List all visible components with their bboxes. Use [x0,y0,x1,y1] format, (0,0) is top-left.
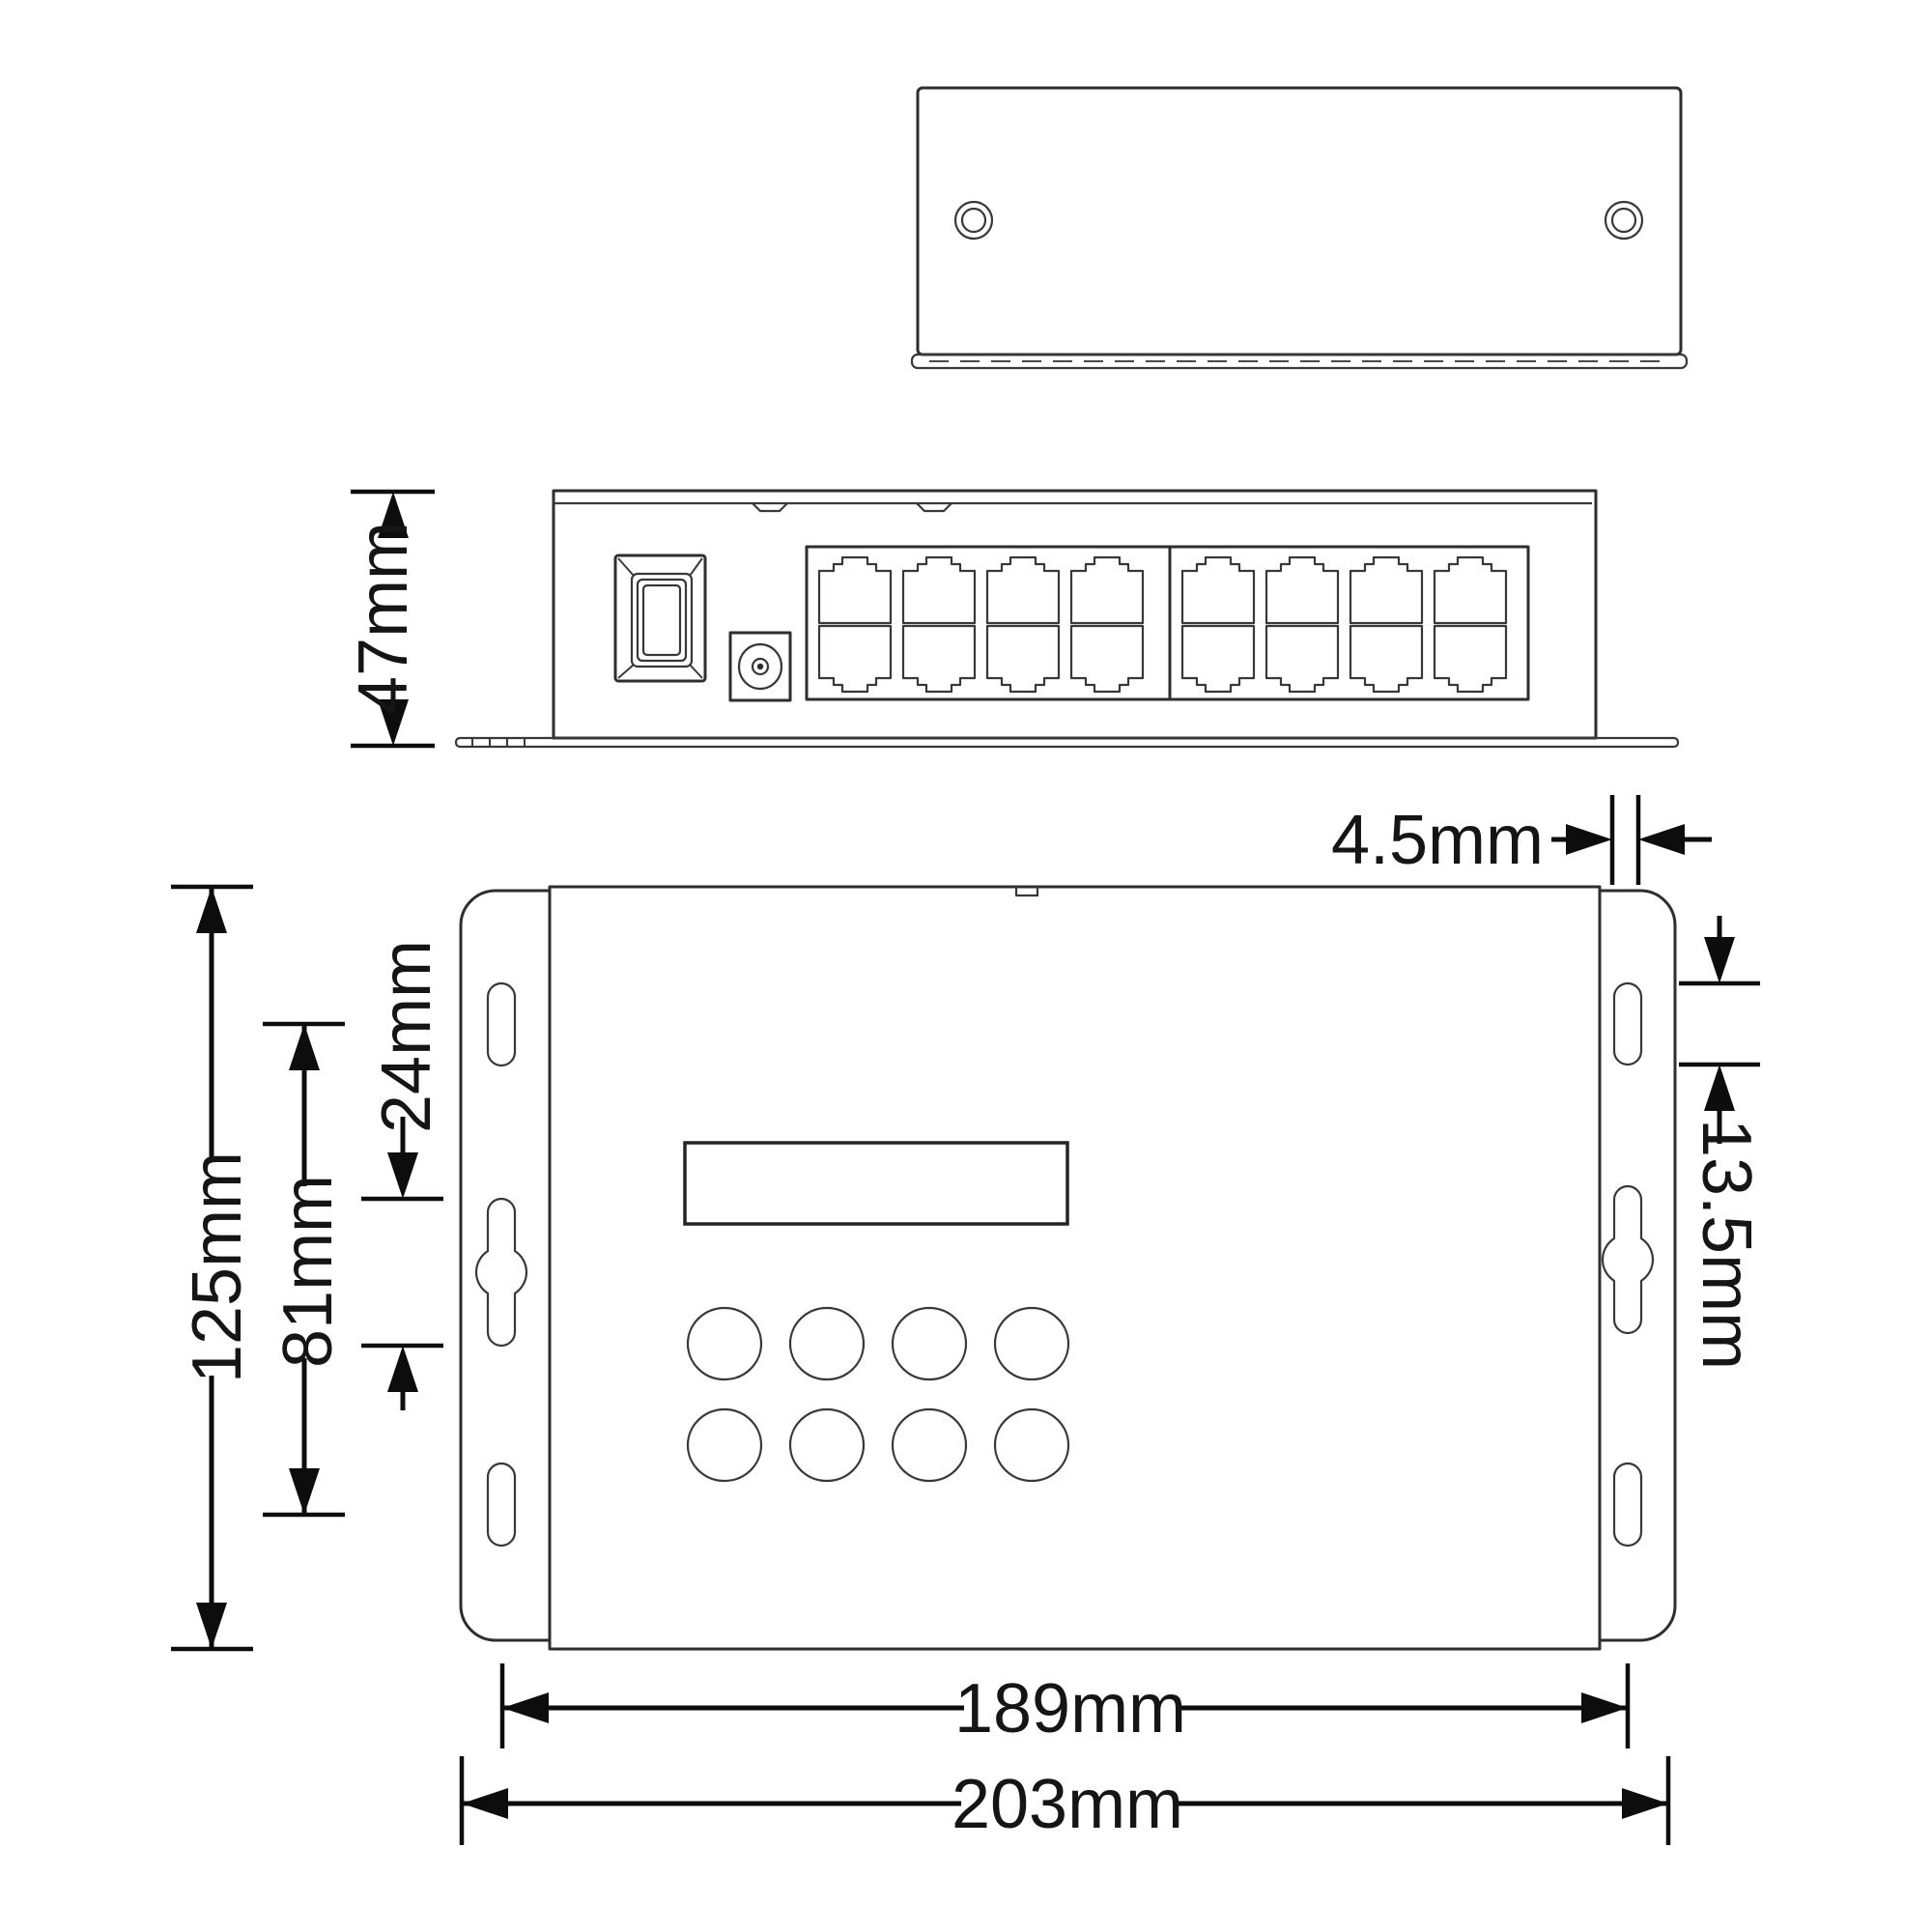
arrowhead [196,1603,227,1649]
arrowhead [289,1024,320,1070]
switch-bevel-line [617,664,635,679]
rj45-port [817,624,893,694]
switch-frame [613,554,707,683]
mounting-slot [486,1462,517,1548]
lid-notch-left [752,502,788,513]
rj45-port [1349,624,1424,694]
lid-notch-right [916,502,952,513]
dimension-slot-length: 13.5mm [1679,916,1765,1370]
panel-button [993,1306,1070,1381]
panel-button-array [686,1306,1070,1483]
arrowhead [1704,1065,1735,1111]
panel-button [993,1407,1070,1483]
dimension-overall-width: 203mm [459,1756,1671,1845]
keyhole-slot [474,1197,528,1348]
panel-button [788,1407,866,1483]
dc-jack-ring [751,657,770,676]
mounting-slot [486,981,517,1067]
rj45-port [1069,624,1145,694]
side-view [454,489,1680,749]
panel-button [891,1306,968,1381]
switch-bevel-line [689,664,703,679]
rj45-port [901,555,977,625]
switch-rocker-face [641,583,682,657]
mounting-hole-left [953,200,994,241]
dimension-label: 47mm [345,522,422,715]
rj45-port [1264,555,1340,625]
switch-rocker-outer [630,572,694,668]
dimension-label: 24mm [368,940,445,1133]
dimension-slot-width: 4.5mm [1331,795,1712,885]
panel-button [891,1407,968,1483]
arrowhead [196,887,227,933]
dc-jack-pin [756,663,764,670]
rj45-port [1349,555,1424,625]
front-view [459,885,1677,1651]
lcd-display-window [683,1141,1069,1226]
switch-bevel-line [689,557,703,577]
rj45-port [1433,624,1508,694]
arrowhead [1638,824,1685,855]
arrowhead [387,1152,418,1199]
dimension-front-height: 125mm [171,884,256,1652]
mounting-slot [1612,1462,1643,1548]
dimension-mounting-spacing: 189mm [499,1663,1631,1748]
rj45-port-array [817,555,1508,694]
front-panel-outline [548,885,1602,1651]
rj45-port [817,555,893,625]
rj45-port [1180,624,1256,694]
panel-button [686,1407,763,1483]
power-switch [613,554,707,683]
rj45-port [901,624,977,694]
rj45-port [985,555,1061,625]
dimension-keyhole-length: 24mm [361,940,445,1410]
mounting-ear-left [459,889,552,1642]
arrowhead [1581,1692,1628,1723]
dc-jack-barrel [737,642,783,691]
top-panel-front-lip [910,353,1689,370]
dimension-label: 203mm [952,1766,1183,1843]
switch-bevel-line [617,557,635,577]
arrowhead [378,699,409,746]
arrowhead [378,492,409,538]
side-panel-outline [552,489,1598,740]
dimension-label: 81mm [270,1175,347,1368]
rj45-port [1069,555,1145,625]
mounting-ear-right [1598,889,1677,1642]
switch-rocker-mid [636,578,688,663]
top-panel-outline [916,86,1683,356]
rj45-port [985,624,1061,694]
arrowhead [387,1346,418,1392]
dimension-label: 125mm [179,1151,256,1383]
top-view [910,86,1689,370]
dimension-side-height: 47mm [345,489,435,749]
bottom-flange [454,736,1680,749]
panel-button [788,1306,866,1381]
arrowhead [289,1468,320,1515]
dc-jack-body [728,631,792,702]
dimension-label: 189mm [954,1670,1186,1747]
rj45-port [1180,555,1256,625]
arrowhead [1622,1788,1668,1819]
rj45-port [1264,624,1340,694]
dimension-slot-span: 81mm [263,1021,347,1518]
arrowhead [502,1692,549,1723]
keyhole-slot [1601,1184,1655,1335]
dimension-label: 13.5mm [1688,1119,1765,1370]
mounting-hole-right [1604,200,1644,241]
mounting-slot [1612,981,1643,1066]
arrowhead [1566,824,1612,855]
dimension-label: 4.5mm [1331,802,1544,879]
lid-seam-notch [1014,887,1039,897]
rj45-group-right-frame [1168,545,1530,701]
rj45-port [1433,555,1508,625]
dc-jack [728,631,792,702]
arrowhead [462,1788,508,1819]
arrowhead [1704,937,1735,983]
flange-serrations [471,739,526,746]
panel-button [686,1306,763,1381]
